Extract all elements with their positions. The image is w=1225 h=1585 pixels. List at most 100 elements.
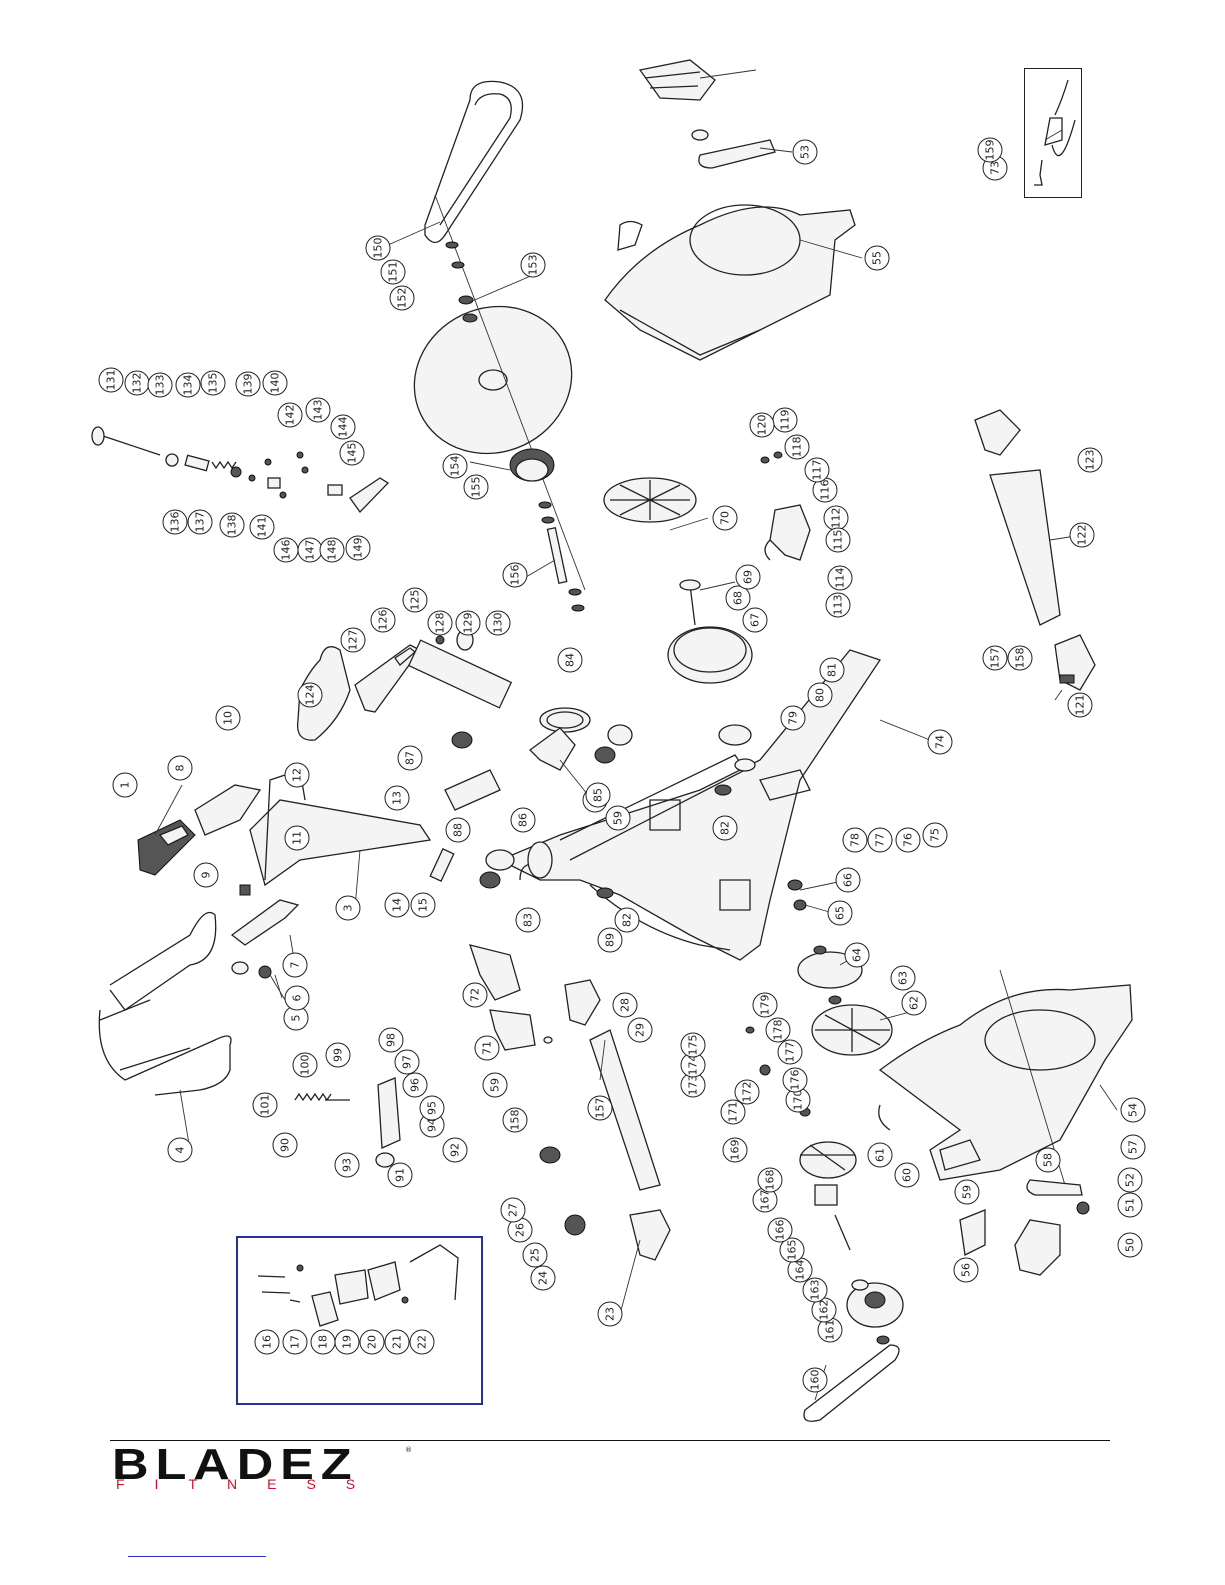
tension-knob	[769, 504, 811, 561]
callout-label: 158	[509, 1110, 522, 1131]
callout-label: 27	[507, 1203, 520, 1217]
callout-circle	[779, 1237, 805, 1263]
brand-logo: BLADEZ FITNESS ®	[112, 1440, 412, 1492]
callout-8: 8	[167, 755, 193, 781]
callout-label: 15	[417, 898, 430, 912]
callout-circle	[520, 252, 546, 278]
callout-circle	[394, 1049, 420, 1075]
callout-circle	[455, 610, 481, 636]
callout-139: 139	[235, 371, 261, 397]
callout-158: 158	[502, 1107, 528, 1133]
callout-label: 166	[774, 1220, 787, 1241]
callout-circle	[147, 372, 173, 398]
callout-circle	[284, 762, 310, 788]
callout-83: 83	[515, 907, 541, 933]
callout-label: 8	[174, 765, 187, 772]
callout-70: 70	[712, 505, 738, 531]
callout-circle	[1120, 1134, 1146, 1160]
callout-circle	[767, 1217, 793, 1243]
callout-86: 86	[510, 807, 536, 833]
callout-69: 69	[735, 564, 761, 590]
front-stabilizer	[989, 469, 1061, 626]
callout-label: 1	[119, 782, 132, 789]
callout-circle	[384, 892, 410, 918]
callout-circle	[482, 1072, 508, 1098]
callout-label: 173	[687, 1075, 700, 1096]
callout-circle	[284, 985, 310, 1011]
callout-label: 131	[105, 370, 118, 391]
callout-label: 62	[908, 996, 921, 1010]
callout-28: 28	[612, 992, 638, 1018]
callout-138: 138	[219, 512, 245, 538]
callout-1: 1	[112, 772, 138, 798]
callout-123: 123	[1077, 447, 1103, 473]
callout-label: 121	[1074, 695, 1087, 716]
callout-79: 79	[780, 705, 806, 731]
callout-circle	[585, 782, 611, 808]
callout-circle	[722, 1137, 748, 1163]
callout-153: 153	[520, 252, 546, 278]
callout-circle	[384, 1329, 410, 1355]
callout-circle	[284, 825, 310, 851]
callout-circle	[502, 562, 528, 588]
callout-label: 52	[1124, 1173, 1137, 1187]
callout-circle	[419, 1095, 445, 1121]
callout-label: 69	[742, 570, 755, 584]
callout-label: 124	[304, 685, 317, 706]
callout-label: 177	[784, 1042, 797, 1063]
callout-label: 135	[207, 373, 220, 394]
callout-55: 55	[864, 245, 890, 271]
callout-label: 7	[289, 962, 302, 969]
callout-circle	[402, 1072, 428, 1098]
callout-circle	[802, 1277, 828, 1303]
callout-label: 89	[604, 933, 617, 947]
callout-circle	[792, 139, 818, 165]
callout-177: 177	[777, 1039, 803, 1065]
chain-cover-right	[604, 206, 856, 361]
callout-17: 17	[282, 1329, 308, 1355]
callout-circle	[895, 827, 921, 853]
callout-75: 75	[922, 822, 948, 848]
callout-label: 87	[404, 751, 417, 765]
callout-129: 129	[455, 610, 481, 636]
callout-179: 179	[752, 992, 778, 1018]
callout-166: 166	[767, 1217, 793, 1243]
callout-circle	[387, 1162, 413, 1188]
callout-label: 78	[849, 833, 862, 847]
callout-circle	[819, 657, 845, 683]
callout-125: 125	[402, 587, 428, 613]
callout-151: 151	[380, 259, 406, 285]
callout-label: 132	[131, 373, 144, 394]
callout-circle	[844, 942, 870, 968]
callout-circle	[254, 1329, 280, 1355]
callout-label: 130	[492, 613, 505, 634]
callout-label: 58	[1042, 1153, 1055, 1167]
callout-circle	[867, 827, 893, 853]
callout-154: 154	[442, 453, 468, 479]
crank-arm-bottom	[1026, 1179, 1083, 1196]
callout-144: 144	[330, 414, 356, 440]
callout-label: 138	[226, 515, 239, 536]
callout-circle	[612, 992, 638, 1018]
callout-circle	[825, 527, 851, 553]
callout-65: 65	[827, 900, 853, 926]
callout-circle	[890, 965, 916, 991]
link-underline[interactable]	[128, 1556, 266, 1557]
callout-77: 77	[867, 827, 893, 853]
callout-158: 158	[1007, 645, 1033, 671]
callout-72: 72	[462, 982, 488, 1008]
callout-circle	[1035, 1147, 1061, 1173]
callout-circle	[463, 474, 489, 500]
callout-circle	[365, 235, 391, 261]
callout-142: 142	[277, 402, 303, 428]
callout-160: 160	[802, 1367, 828, 1393]
callout-label: 13	[391, 791, 404, 805]
callout-label: 54	[1127, 1103, 1140, 1117]
callout-93: 93	[334, 1152, 360, 1178]
callout-circle	[334, 1152, 360, 1178]
callout-circle	[804, 457, 830, 483]
callout-label: 66	[842, 873, 855, 887]
callout-label: 178	[772, 1020, 785, 1041]
callout-133: 133	[147, 372, 173, 398]
callout-label: 167	[759, 1190, 772, 1211]
